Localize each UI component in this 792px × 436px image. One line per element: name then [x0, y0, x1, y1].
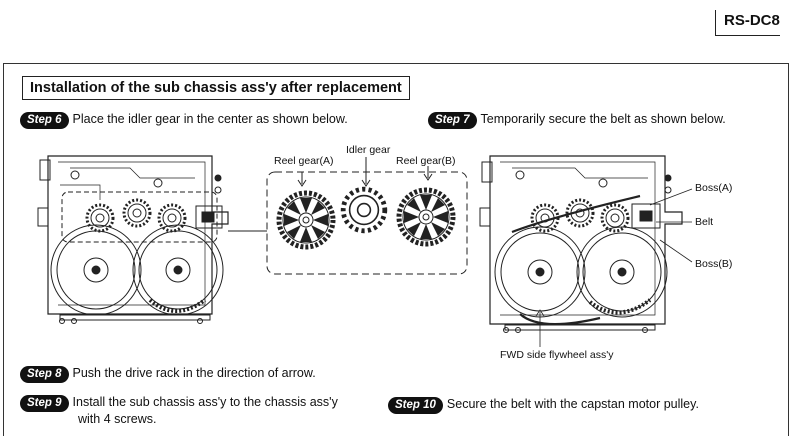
step-10-text: Secure the belt with the capstan motor p…	[446, 397, 699, 411]
step-7-badge: Step 7	[428, 112, 477, 129]
section-title: Installation of the sub chassis ass'y af…	[22, 76, 410, 100]
step-9-badge: Step 9	[20, 395, 69, 412]
step-8-text: Push the drive rack in the direction of …	[72, 366, 316, 380]
step-6-text: Place the idler gear in the center as sh…	[72, 112, 348, 126]
label-flywheel: FWD side flywheel ass'y	[500, 349, 614, 361]
step-9-text-2: with 4 screws.	[78, 412, 157, 426]
left-mechanism	[37, 155, 229, 324]
label-belt: Belt	[695, 216, 714, 228]
label-reel-gear-a: Reel gear(A)	[274, 155, 334, 167]
content-frame	[3, 63, 789, 436]
label-reel-gear-b: Reel gear(B)	[396, 155, 456, 167]
label-boss-a: Boss(A)	[695, 182, 733, 194]
right-mechanism	[479, 155, 693, 347]
label-idler-gear: Idler gear	[346, 144, 391, 156]
label-boss-b: Boss(B)	[695, 258, 733, 270]
step-8-badge: Step 8	[20, 366, 69, 383]
step-10-badge: Step 10	[388, 397, 443, 414]
step-6-badge: Step 6	[20, 112, 69, 129]
step-9-text-1: Install the sub chassis ass'y to the cha…	[72, 395, 338, 409]
step-7-text: Temporarily secure the belt as shown bel…	[480, 112, 726, 126]
model-number: RS-DC8	[715, 10, 780, 36]
